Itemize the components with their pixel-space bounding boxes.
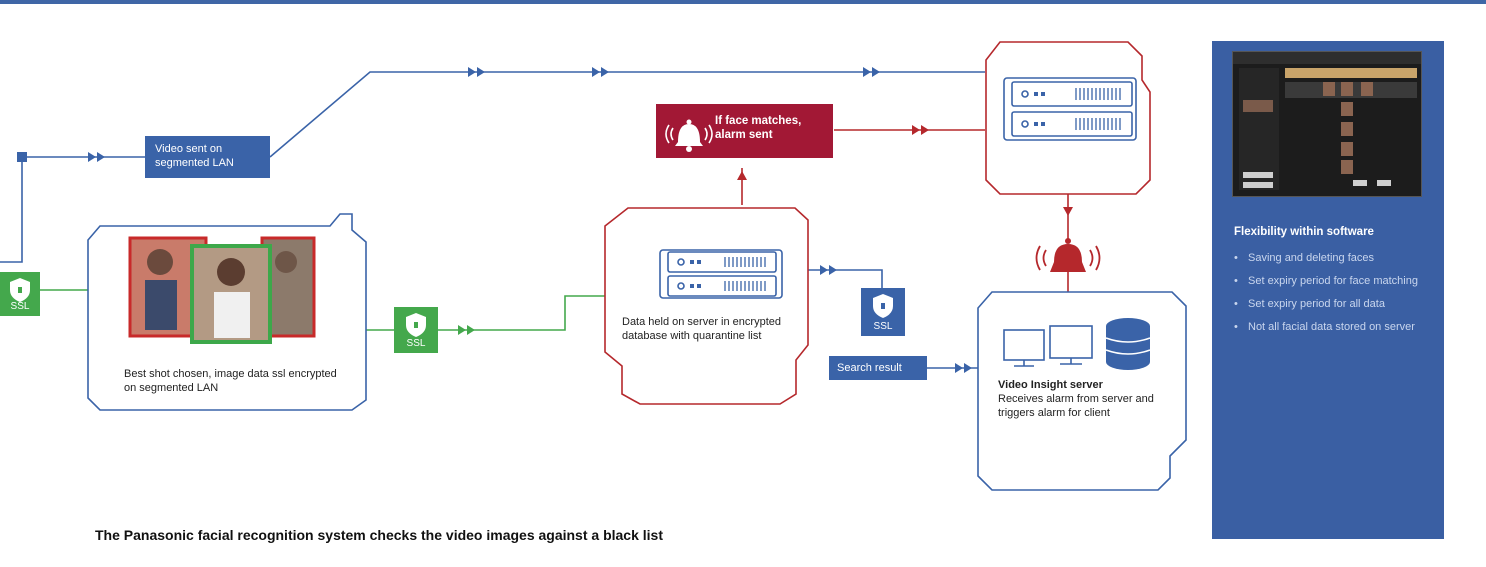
arrow-green bbox=[458, 325, 475, 335]
ssl-to-server-line bbox=[345, 295, 608, 331]
data-held-caption: Data held on server in encrypted databas… bbox=[622, 316, 781, 342]
server-icon-top bbox=[1003, 77, 1137, 141]
video-sent-text: Video sent on segmented LAN bbox=[155, 143, 234, 169]
vi-server-desc: Receives alarm from server and triggers … bbox=[998, 393, 1154, 419]
ssl-badge-right: SSL bbox=[861, 288, 905, 336]
bell-icon-white bbox=[665, 119, 713, 152]
shield-icon bbox=[406, 313, 426, 337]
alarm-box: If face matches, alarm sent bbox=[656, 104, 833, 158]
arrow-top-2 bbox=[592, 67, 609, 77]
vi-server-title: Video Insight server bbox=[998, 379, 1103, 391]
ssl-badge-left: SSL bbox=[0, 272, 40, 316]
arrow-up-alarm bbox=[737, 171, 747, 180]
video-sent-label: Video sent on segmented LAN bbox=[145, 136, 270, 178]
server-to-ssl-line bbox=[780, 269, 883, 288]
arrow-lan bbox=[88, 152, 105, 162]
bell-waves bbox=[1035, 245, 1101, 271]
search-result-label: Search result bbox=[829, 356, 927, 380]
bell-icon-red bbox=[1050, 238, 1086, 272]
camera-to-lan-line bbox=[0, 156, 145, 263]
side-panel-item: Set expiry period for face matching bbox=[1234, 274, 1434, 289]
side-panel-list: Saving and deleting faces Set expiry per… bbox=[1234, 251, 1434, 343]
arrow-top-3 bbox=[863, 67, 880, 77]
database-icon bbox=[1105, 318, 1151, 370]
arrow-to-ssl bbox=[820, 265, 837, 275]
junction-node bbox=[17, 152, 27, 162]
software-panel: Flexibility within software Saving and d… bbox=[1212, 41, 1444, 539]
ssl-text-left: SSL bbox=[10, 301, 30, 312]
arrow-to-vi bbox=[955, 363, 972, 373]
face-photos bbox=[128, 236, 316, 344]
alarm-text: If face matches, alarm sent bbox=[715, 115, 802, 141]
side-panel-item: Not all facial data stored on server bbox=[1234, 320, 1434, 335]
side-panel-item: Set expiry period for all data bbox=[1234, 297, 1434, 312]
search-result-text: Search result bbox=[837, 362, 902, 374]
server-box-central bbox=[604, 207, 809, 405]
shield-icon bbox=[873, 294, 893, 318]
top-rule bbox=[0, 0, 1486, 4]
best-shot-caption: Best shot chosen, image data ssl encrypt… bbox=[124, 368, 337, 394]
ssl-badge-middle: SSL bbox=[394, 307, 438, 353]
side-panel-item: Saving and deleting faces bbox=[1234, 251, 1434, 266]
arrow-red-right bbox=[912, 125, 929, 135]
arrow-top-1 bbox=[468, 67, 485, 77]
shield-icon bbox=[10, 278, 30, 302]
ssl-text-right: SSL bbox=[873, 321, 893, 332]
software-screenshot bbox=[1232, 51, 1422, 197]
software-screenshot-art bbox=[1233, 52, 1421, 190]
ssl-text-middle: SSL bbox=[406, 338, 426, 349]
monitors-icon bbox=[1003, 325, 1093, 367]
figure-caption: The Panasonic facial recognition system … bbox=[95, 527, 663, 543]
side-panel-title: Flexibility within software bbox=[1234, 226, 1374, 238]
server-icon-central bbox=[659, 249, 783, 299]
arrow-down-bell bbox=[1063, 207, 1073, 216]
lan-to-server-line bbox=[269, 71, 985, 158]
